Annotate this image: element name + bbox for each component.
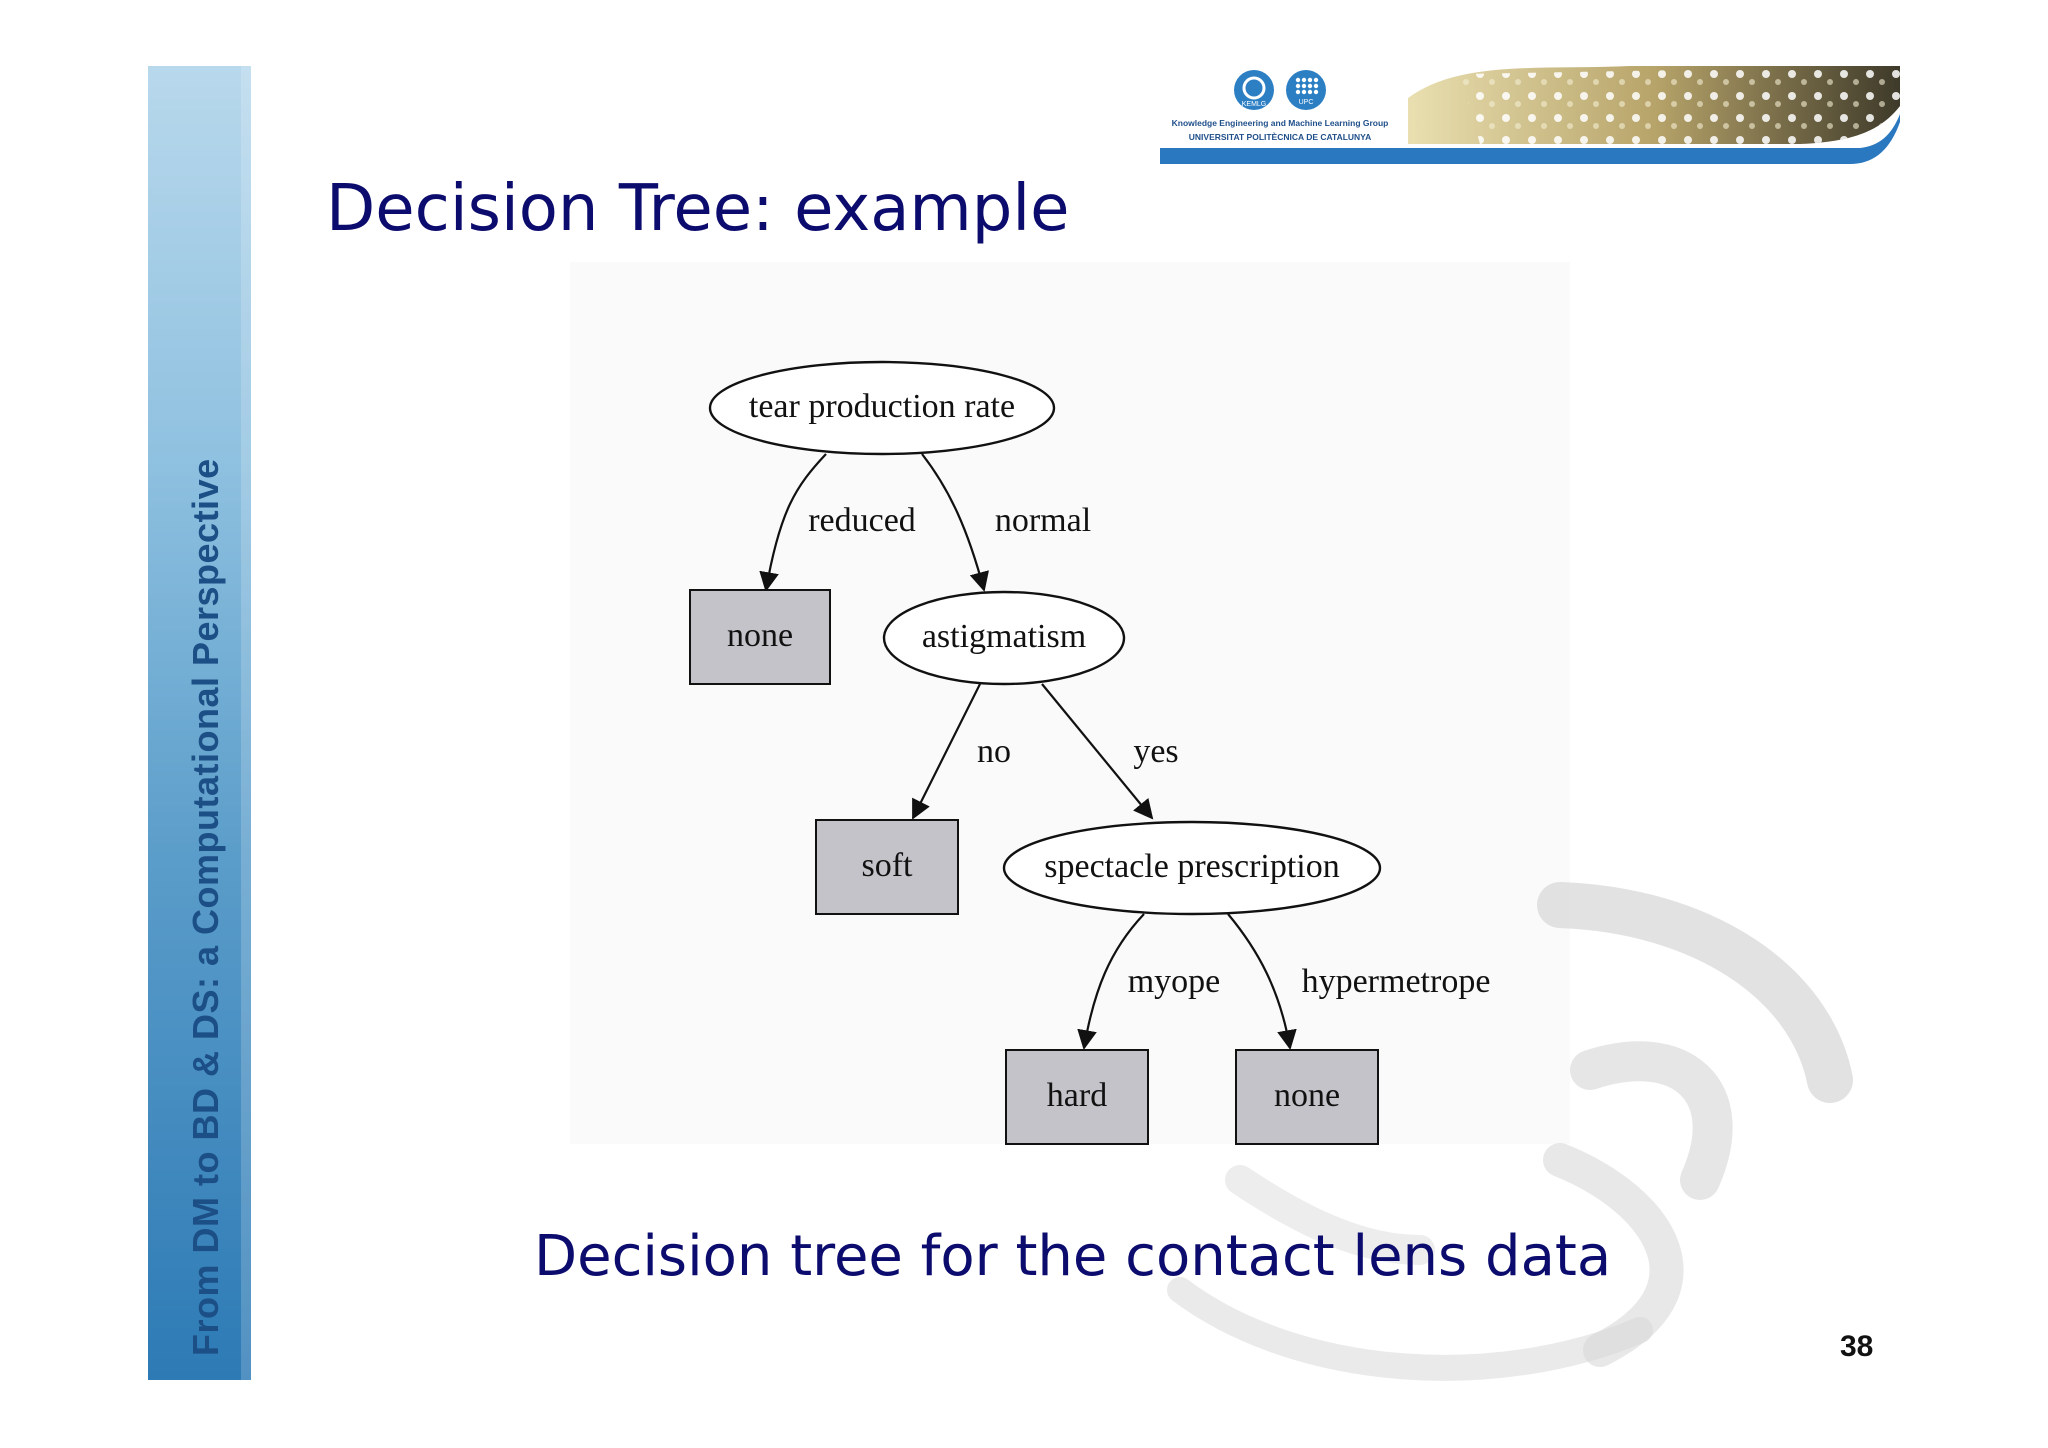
- edge-label-no: no: [977, 733, 1011, 770]
- node-astigmatism: astigmatism: [882, 590, 1126, 686]
- node-tear-production-rate: tear production rate: [708, 360, 1056, 456]
- svg-text:UPC: UPC: [1299, 99, 1314, 106]
- edge-label-hypermetrope: hypermetrope: [1302, 963, 1491, 1000]
- svg-text:none: none: [1274, 1077, 1340, 1114]
- logo-blue-swoosh: [1160, 114, 1900, 164]
- kemlg-logo-icon: KEMLG: [1234, 70, 1274, 110]
- edge-normal: [921, 453, 989, 592]
- edge-reduced: [759, 453, 827, 592]
- logo-line-2: UNIVERSITAT POLITÈCNICA DE CATALUNYA: [1189, 132, 1371, 142]
- page-number: 38: [1840, 1330, 1874, 1363]
- edge-label-normal: normal: [995, 502, 1091, 539]
- logo-line-1: Knowledge Engineering and Machine Learni…: [1172, 118, 1389, 128]
- edge-label-reduced: reduced: [808, 502, 916, 539]
- logo-banner: KEMLG UPC Knowledge Engineering and Mach…: [1160, 66, 1900, 166]
- edge-myope: [1077, 913, 1145, 1050]
- svg-text:hard: hard: [1047, 1077, 1107, 1114]
- leaf-hard: hard: [1005, 1049, 1149, 1145]
- svg-text:tear production rate: tear production rate: [749, 388, 1015, 425]
- svg-text:soft: soft: [862, 847, 914, 884]
- upc-logo-icon: UPC: [1286, 70, 1326, 110]
- edge-hypermetrope: [1227, 913, 1297, 1050]
- svg-text:none: none: [727, 617, 793, 654]
- sidebar-band: [148, 66, 251, 1380]
- diagram-caption: Decision tree for the contact lens data: [534, 1224, 1612, 1289]
- edge-yes: [1041, 683, 1154, 820]
- leaf-none-hypermetrope: none: [1235, 1049, 1379, 1145]
- edge-label-myope: myope: [1128, 963, 1221, 1000]
- node-spectacle-prescription: spectacle prescription: [1002, 820, 1382, 916]
- leaf-soft: soft: [815, 819, 959, 915]
- page-title: Decision Tree: example: [326, 172, 1070, 246]
- edge-label-yes: yes: [1133, 733, 1178, 770]
- svg-text:KEMLG: KEMLG: [1242, 101, 1267, 108]
- edge-no: [912, 683, 981, 820]
- svg-text:spectacle prescription: spectacle prescription: [1044, 848, 1339, 885]
- svg-text:astigmatism: astigmatism: [922, 618, 1086, 655]
- leaf-none-reduced: none: [689, 589, 831, 685]
